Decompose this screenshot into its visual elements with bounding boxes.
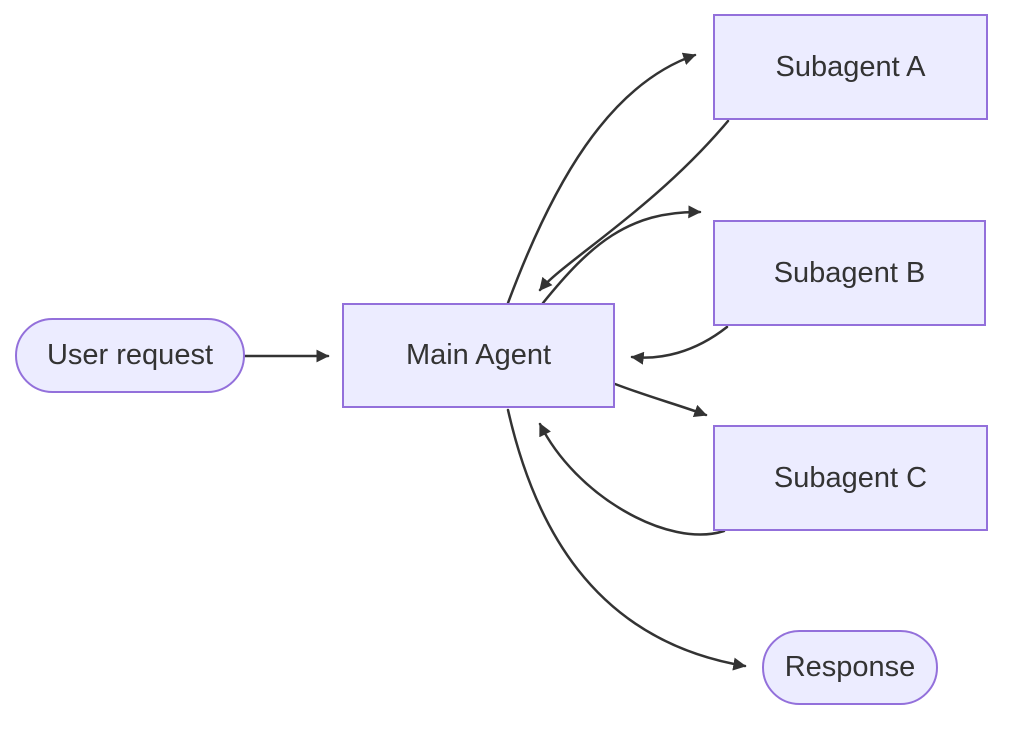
edge-main-agent-to-response [506, 408, 747, 671]
node-user-request-label: User request [46, 339, 213, 372]
node-subagent-a: Subagent A [713, 14, 988, 120]
edge-subagent-b-to-main-agent [630, 325, 729, 365]
node-subagent-b: Subagent B [713, 220, 986, 326]
node-response-label: Response [784, 651, 916, 684]
node-main-agent: Main Agent [342, 303, 615, 408]
node-user-request: User request [15, 318, 245, 393]
node-subagent-c-label: Subagent C [773, 461, 928, 494]
node-subagent-b-label: Subagent B [773, 256, 926, 289]
node-subagent-a-label: Subagent A [775, 50, 926, 83]
edge-subagent-c-to-main-agent [538, 422, 726, 536]
edge-main-agent-to-subagent-c [613, 382, 708, 418]
node-subagent-c: Subagent C [713, 425, 988, 531]
node-response: Response [762, 630, 938, 705]
node-main-agent-label: Main Agent [405, 339, 552, 372]
edge-main-agent-to-subagent-a [506, 52, 697, 305]
edge-main-agent-to-subagent-b [541, 205, 702, 305]
edge-subagent-a-to-main-agent [538, 119, 730, 292]
